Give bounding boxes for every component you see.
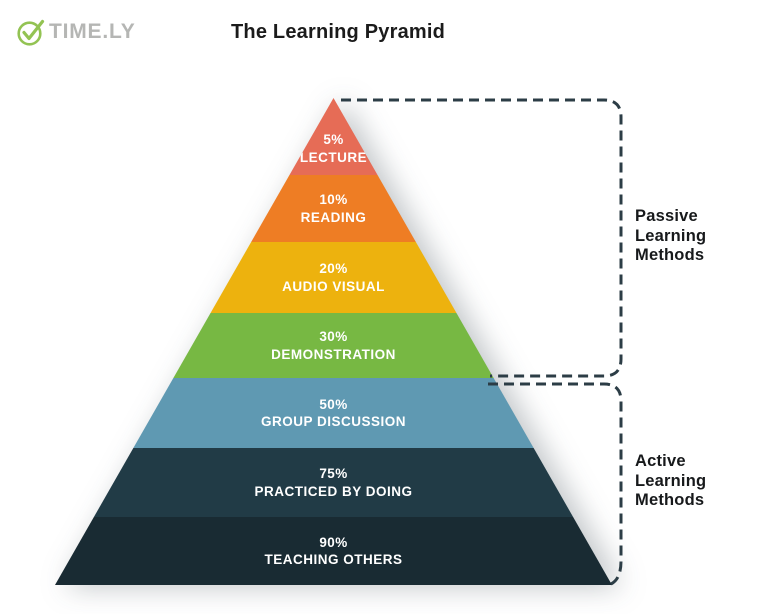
level-label: DEMONSTRATION [271, 346, 396, 362]
passive-learning-methods-label: Passive Learning Methods [635, 207, 706, 266]
level-percent: 90% [319, 534, 348, 550]
logo-text: TIME.LY [49, 20, 136, 43]
label-line: Active [635, 452, 686, 470]
level-percent: 20% [319, 261, 348, 276]
level-label: TEACHING OTHERS [264, 552, 403, 567]
pyramid-level-audio-visual: 20% AUDIO VISUAL [55, 242, 612, 313]
page-title: The Learning Pyramid [231, 21, 446, 43]
label-line: Methods [635, 246, 705, 264]
level-percent: 5% [323, 132, 344, 147]
label-line: Learning [635, 471, 707, 490]
level-label: AUDIO VISUAL [282, 278, 385, 294]
level-percent: 30% [319, 329, 348, 344]
check-circle-icon [17, 19, 45, 46]
level-percent: 50% [319, 396, 348, 412]
level-percent: 75% [319, 466, 348, 481]
pyramid-level-practiced-by-doing: 75% PRACTICED BY DOING [55, 448, 612, 517]
pyramid-level-reading: 10% READING [55, 175, 612, 242]
level-percent: 10% [319, 192, 348, 207]
pyramid-level-lecture: 5% LECTURE [55, 98, 612, 175]
label-line: Learning [635, 226, 707, 245]
timely-logo: TIME.LY [17, 17, 136, 47]
level-label: LECTURE [299, 149, 368, 165]
label-line: Passive [635, 207, 698, 225]
pyramid-level-demonstration: 30% DEMONSTRATION [55, 313, 612, 378]
level-label: GROUP DISCUSSION [260, 414, 407, 429]
level-label: PRACTICED BY DOING [254, 483, 413, 499]
level-label: READING [300, 209, 367, 225]
pyramid-level-group-discussion: 50% GROUP DISCUSSION [55, 378, 612, 448]
pyramid: 5% LECTURE 10% READING 20% AUDIO VISUAL … [55, 98, 612, 585]
label-line: Methods [635, 491, 705, 509]
active-learning-methods-label: Active Learning Methods [635, 452, 706, 511]
pyramid-level-teaching-others: 90% TEACHING OTHERS [55, 517, 612, 585]
pyramid-shape: 5% LECTURE 10% READING 20% AUDIO VISUAL … [55, 98, 612, 585]
